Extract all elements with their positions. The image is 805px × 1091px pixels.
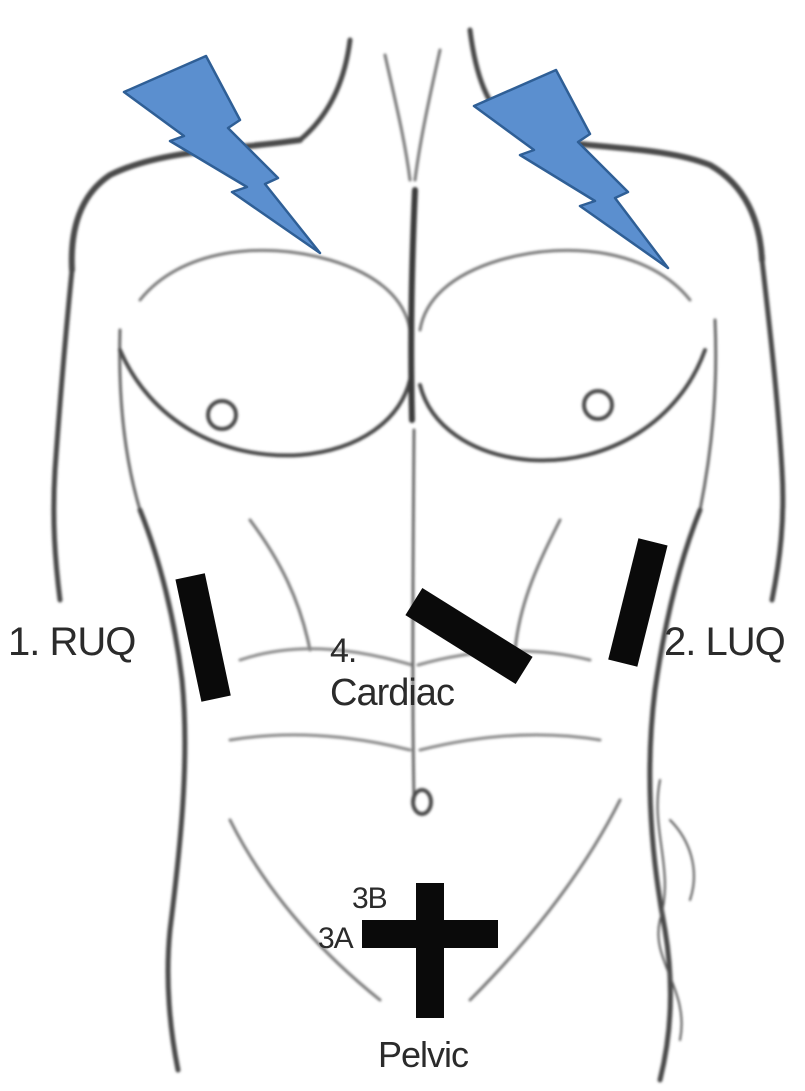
lightning-bolt-icon — [124, 56, 320, 253]
label-3a: 3A — [318, 922, 353, 956]
label-3b: 3B — [352, 882, 387, 916]
label-pelvic: Pelvic — [378, 1034, 468, 1076]
probe-pelvic-vertical — [416, 883, 444, 1018]
label-luq: 2. LUQ — [664, 620, 785, 665]
label-ruq: 1. RUQ — [8, 620, 135, 665]
probe-luq — [608, 538, 667, 667]
label-cardiac: Cardiac — [330, 672, 454, 715]
lightning-bolt-icon — [474, 70, 668, 268]
probe-pelvic-horizontal — [362, 920, 498, 948]
probe-markers — [175, 538, 667, 1018]
probe-cardiac — [405, 588, 532, 684]
label-cardiac-number: 4. — [330, 632, 356, 671]
